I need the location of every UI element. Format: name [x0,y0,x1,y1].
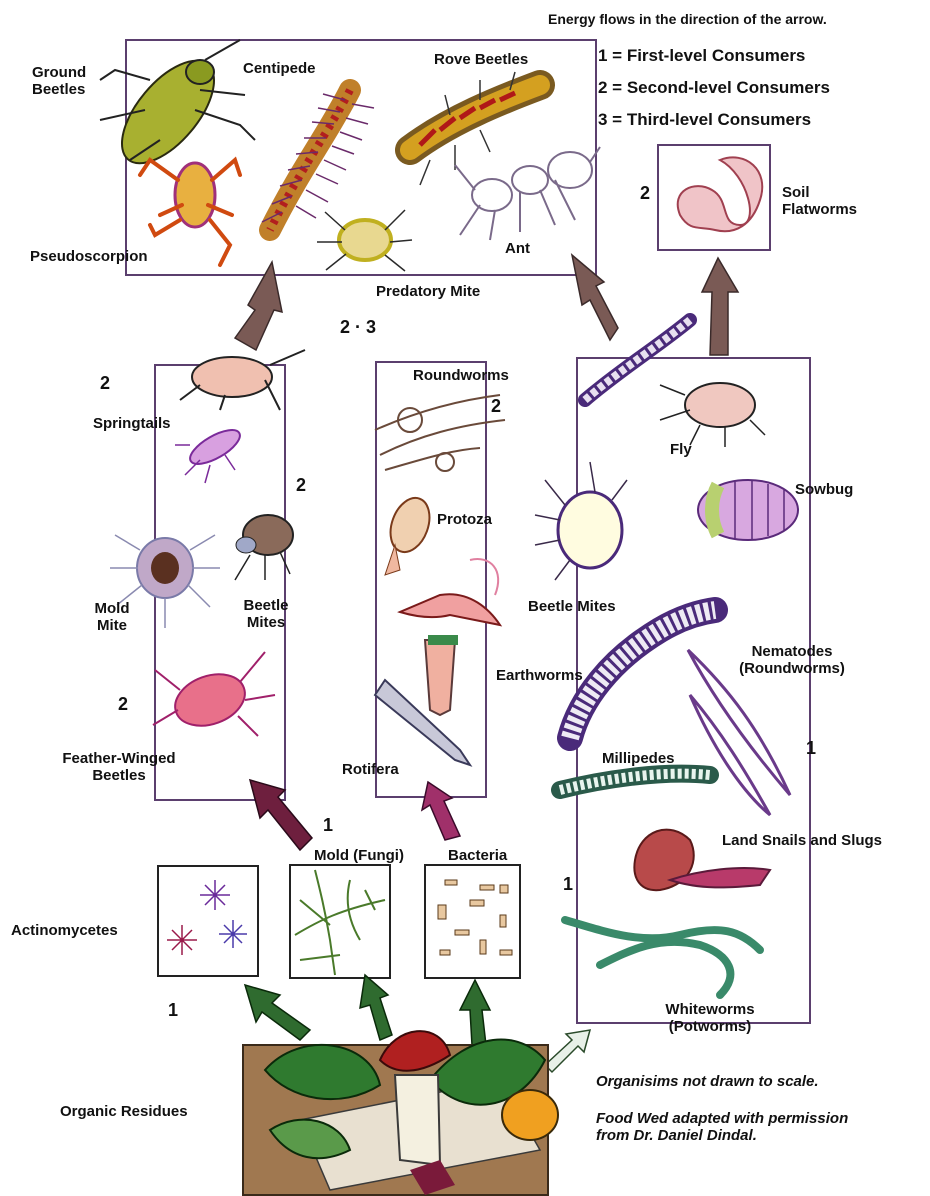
label-springtails: Springtails [93,415,171,432]
label-roundworms: Roundworms [413,367,509,384]
soil-flatworm-illustration [678,157,763,231]
label-land-snails-slugs: Land Snails and Slugs [722,832,882,849]
organic-residues-illustration [243,1031,558,1195]
label-protoza: Protoza [437,511,492,528]
label-soil-flatworms: Soil Flatworms [782,184,857,218]
bacteria-illustration [438,880,512,955]
label-organic-residues: Organic Residues [60,1103,188,1120]
legend-third-level: 3 = Third-level Consumers [598,110,811,130]
ground-beetle-illustration [100,40,255,179]
mold-illustration [295,870,385,975]
legend-second-level: 2 = Second-level Consumers [598,78,830,98]
label-predatory-mite: Predatory Mite [376,283,480,300]
predatory-mite-illustration [317,210,412,271]
label-ant: Ant [505,240,530,257]
note-not-to-scale: Organisims not drawn to scale. [596,1073,819,1090]
label-earthworms: Earthworms [496,667,583,684]
level-springtails: 2 [100,373,110,394]
label-sowbug: Sowbug [795,481,853,498]
legend-first-level: 1 = First-level Consumers [598,46,805,66]
label-feather-winged-beetles: Feather-Winged Beetles [40,750,198,784]
label-rotifera: Rotifera [342,761,399,778]
level-mold: 1 [323,815,333,836]
level-actinomycetes: 1 [168,1000,178,1021]
ant-illustration [455,147,600,240]
label-centipede: Centipede [243,60,316,77]
note-credit: Food Wed adapted with permission from Dr… [596,1110,848,1144]
centipede-illustration [262,90,374,230]
level-feather-winged: 2 [118,694,128,715]
label-mold-fungi: Mold (Fungi) [314,847,404,864]
level-nematodes: 1 [806,738,816,759]
level-top-box: 2 · 3 [340,317,376,338]
actinomycetes-illustration [167,880,247,955]
mold-box [290,865,390,978]
pseudoscorpion-illustration [140,160,240,265]
label-mold-mite: Mold Mite [90,600,134,634]
label-bacteria: Bacteria [448,847,507,864]
label-whiteworms: Whiteworms (Potworms) [658,1001,762,1035]
label-fly: Fly [670,441,692,458]
level-right-box-left: 1 [563,874,573,895]
label-rove-beetles: Rove Beetles [434,51,528,68]
label-beetle-mites-right: Beetle Mites [528,598,616,615]
label-nematodes: Nematodes (Roundworms) [723,643,861,677]
label-beetle-mites-left: Beetle Mites [236,597,296,631]
left-box-organisms [110,350,305,736]
arrows-lower [245,780,590,1072]
level-soil-flatworms: 2 [640,183,650,204]
label-actinomycetes: Actinomycetes [11,922,118,939]
level-beetle-mites-left: 2 [296,475,306,496]
label-pseudoscorpion: Pseudoscorpion [30,248,148,265]
level-middle-box: 2 [491,396,501,417]
actinomycetes-box [158,866,258,976]
label-ground-beetles: Ground Beetles [32,64,86,98]
right-box [577,358,810,1023]
label-millipedes: Millipedes [602,750,675,767]
energy-flow-note: Energy flows in the direction of the arr… [548,11,827,28]
